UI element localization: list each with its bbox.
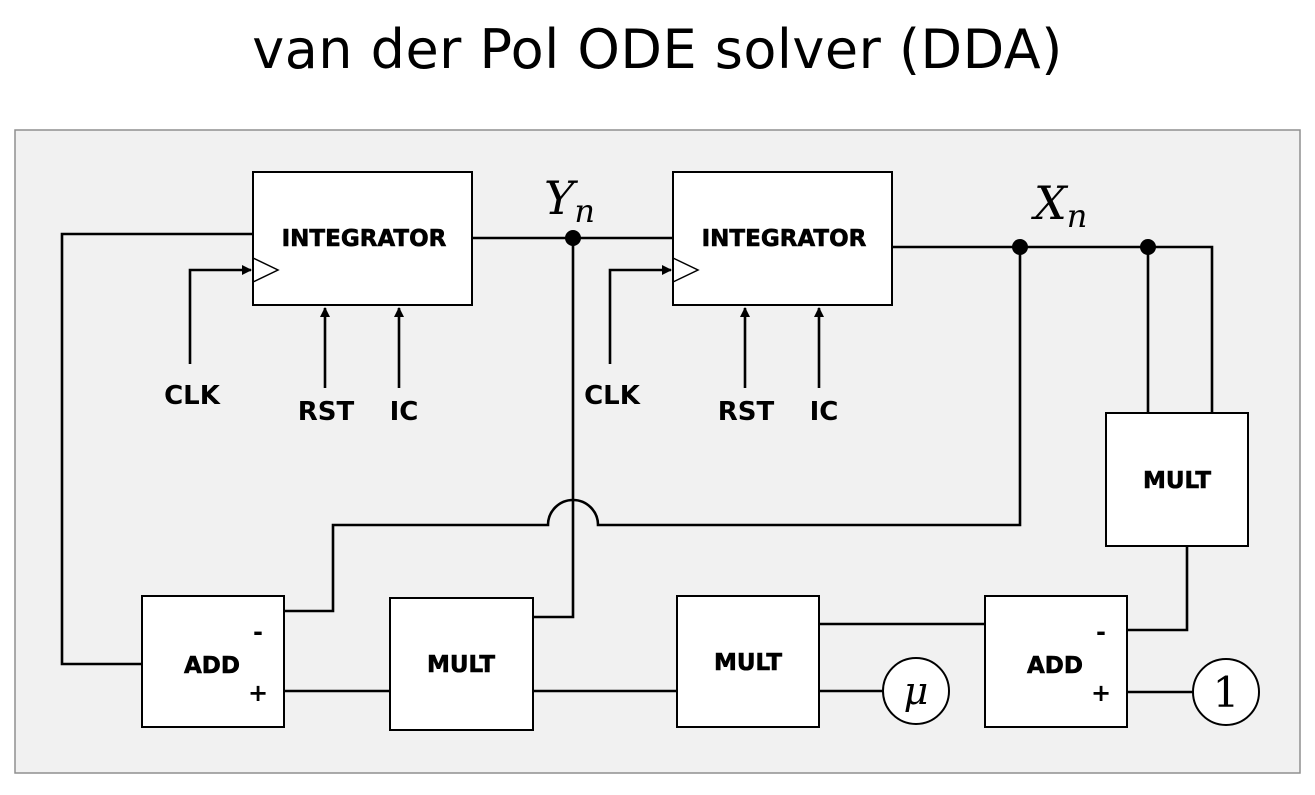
add-right-plus-sign: +: [1091, 679, 1111, 707]
add-left-plus-sign: +: [248, 679, 268, 707]
wire-feedback: [60, 232, 253, 666]
mult-bottom-2-label: MULT: [714, 650, 782, 676]
constant-one: 1: [1192, 658, 1260, 726]
add-right-minus-sign: -: [1096, 618, 1106, 646]
junction-xn-1: [1012, 239, 1028, 255]
mult-block-bottom-1: MULT: [389, 597, 534, 731]
wire-xn-to-add-left: [284, 247, 1022, 613]
ic-label-1: IC: [390, 397, 419, 427]
integrator-block-1: INTEGRATOR: [252, 171, 473, 306]
add-right-label: ADD: [1027, 653, 1083, 679]
mult-block-right: MULT: [1105, 412, 1249, 547]
clk-label-1: CLK: [164, 381, 221, 411]
integrator-2-label: INTEGRATOR: [702, 226, 867, 252]
clk-arrow-1: [188, 265, 252, 364]
wire-yn-to-mult: [533, 238, 575, 619]
wire-mult-right-to-add-right: [1127, 546, 1189, 632]
signal-label-xn: Xn: [1031, 176, 1087, 235]
mult-bottom-1-label: MULT: [427, 652, 495, 678]
clk-label-2: CLK: [584, 381, 641, 411]
add-block-left: ADD - +: [141, 595, 285, 728]
junction-yn: [565, 230, 581, 246]
add-left-minus-sign: -: [253, 618, 263, 646]
page-title: van der Pol ODE solver (DDA): [252, 18, 1063, 81]
integrator-1-label: INTEGRATOR: [282, 226, 447, 252]
integrator-block-2: INTEGRATOR: [672, 171, 893, 306]
rst-label-1: RST: [298, 397, 355, 427]
signal-label-yn: Yn: [544, 171, 595, 230]
mult-block-bottom-2: MULT: [676, 595, 820, 728]
add-block-right: ADD - +: [984, 595, 1128, 728]
clk-arrow-2: [608, 265, 672, 364]
ic-label-2: IC: [810, 397, 839, 427]
rst-label-2: RST: [718, 397, 775, 427]
mu-label: μ: [904, 669, 929, 713]
junction-xn-2: [1140, 239, 1156, 255]
one-label: 1: [1213, 668, 1240, 717]
mult-right-label: MULT: [1143, 468, 1211, 494]
constant-mu: μ: [882, 657, 950, 725]
wire-xn: [892, 245, 1214, 413]
add-left-label: ADD: [184, 653, 240, 679]
